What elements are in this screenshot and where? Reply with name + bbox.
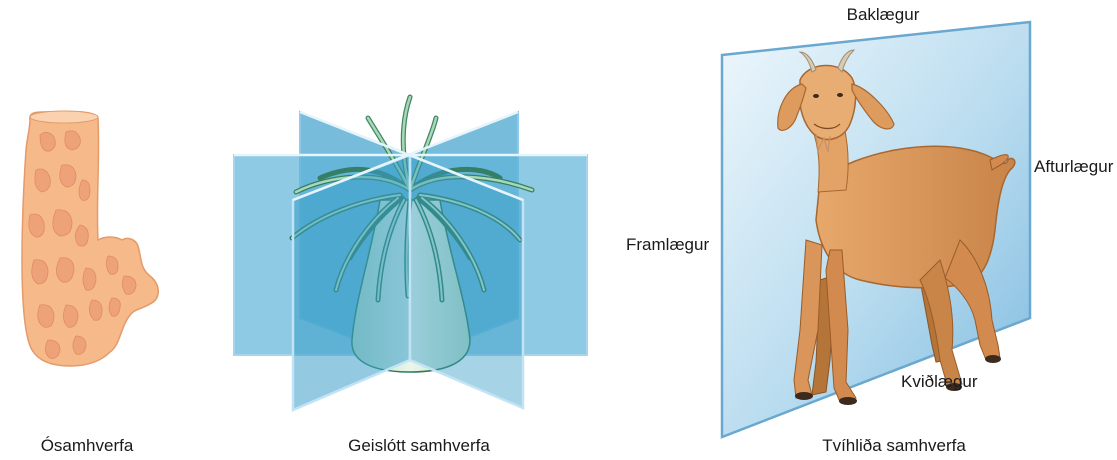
goat-illustration [720,20,1032,439]
sea-anemone-illustration [233,94,588,412]
sponge-illustration [21,110,159,367]
caption-radial: Geislótt samhverfa [348,436,490,455]
label-ventral: Kviðlægur [901,372,978,391]
label-dorsal: Baklægur [847,5,920,24]
caption-asymmetry: Ósamhverfa [41,436,134,455]
label-anterior: Framlægur [626,235,709,254]
caption-bilateral: Tvíhliða samhverfa [822,436,966,455]
label-posterior: Afturlægur [1034,157,1114,176]
